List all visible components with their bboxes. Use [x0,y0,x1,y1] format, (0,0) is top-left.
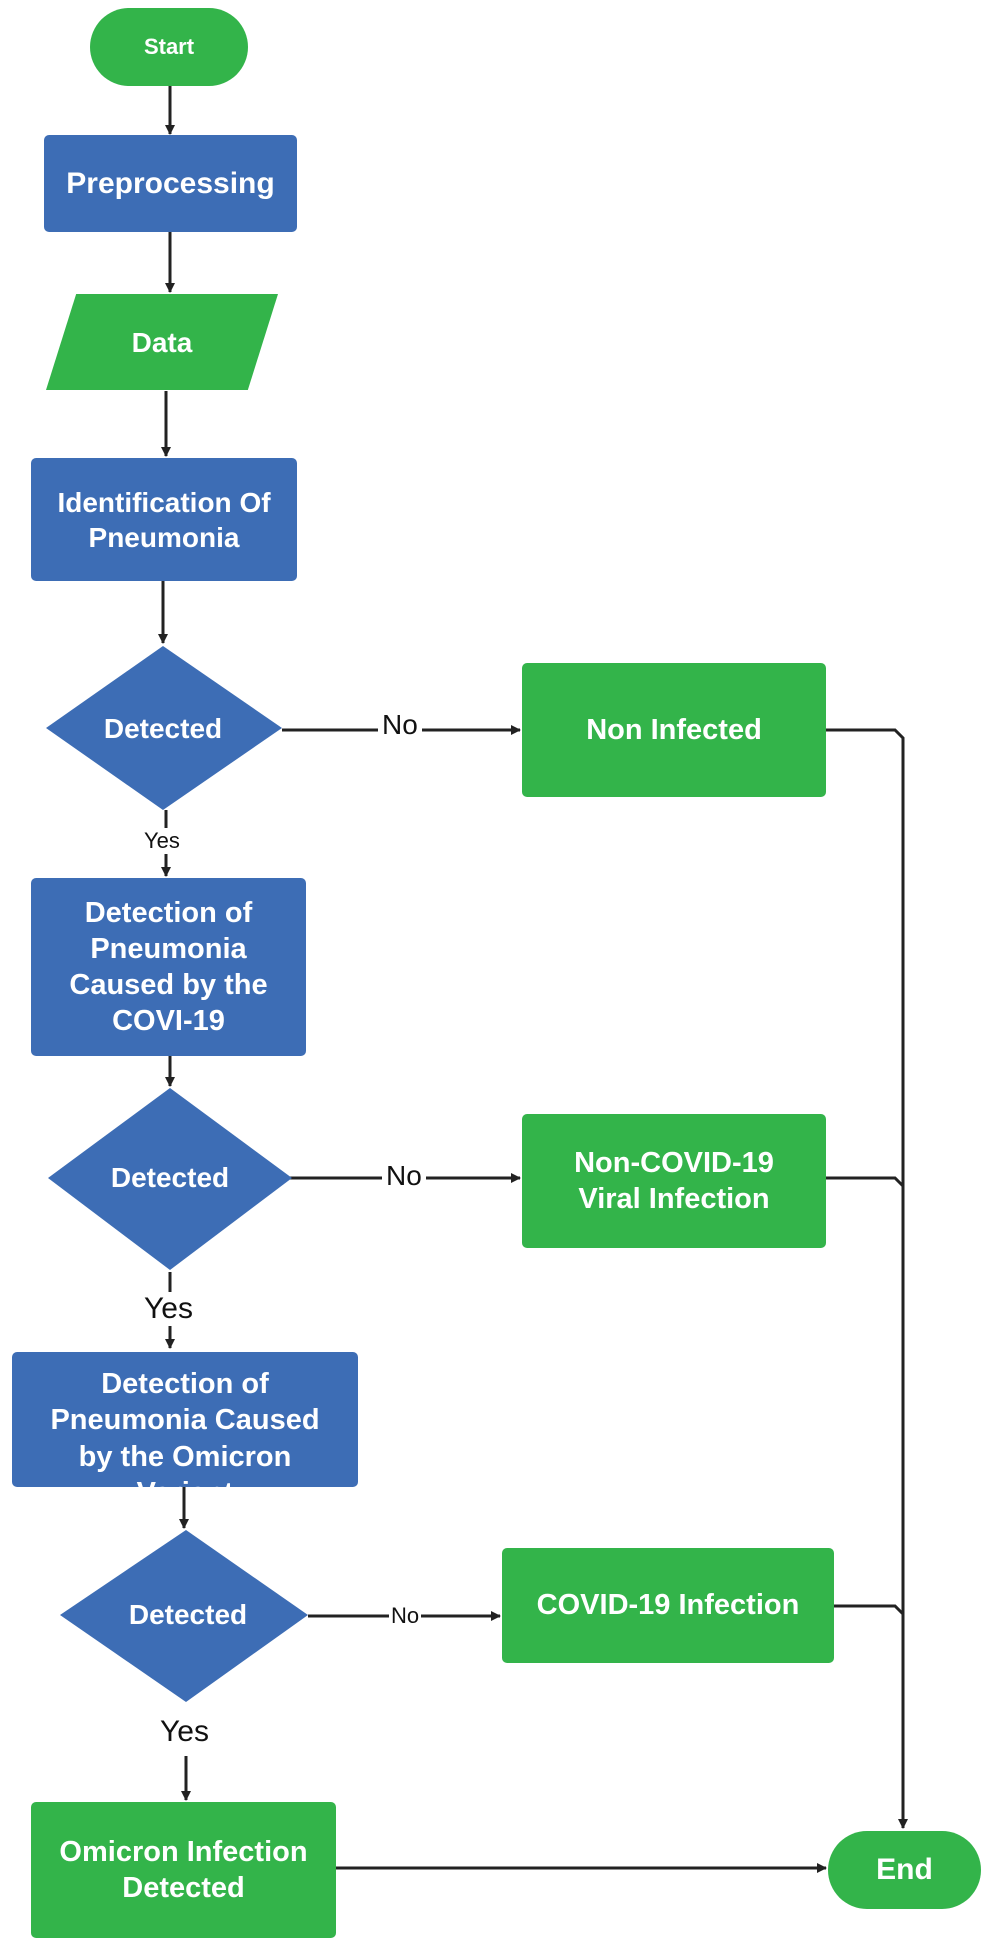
covid-infection-label: COVID-19 Infection [536,1589,800,1622]
detection-covid-label: Detection of Pneumonia Caused by the COV… [69,896,268,1038]
yes-label-1: Yes [142,828,182,854]
covid-infection-box: COVID-19 Infection [502,1548,834,1663]
start-terminal: Start [90,8,248,86]
non-covid-label: Non-COVID-19 Viral Infection [574,1146,774,1215]
line-non-infected-to-end [825,728,908,1829]
identification-box: Identification Of Pneumonia [31,458,297,581]
data-label: Data [131,326,193,358]
decision-1-label: Detected [103,713,223,744]
decision-2-label: Detected [110,1162,230,1193]
start-label: Start [143,34,195,60]
data-parallelogram: Data [46,294,278,390]
detection-omicron-box: Detection of Pneumonia Caused by the Omi… [12,1352,358,1487]
detection-covid-box: Detection of Pneumonia Caused by the COV… [31,878,306,1056]
non-infected-box: Non Infected [522,663,826,797]
decision-diamond-2 [48,1088,292,1270]
end-label: End [876,1853,933,1887]
omicron-detected-box: Omicron Infection Detected [31,1802,336,1938]
detection-omicron-label: Detection of Pneumonia Caused by the Omi… [50,1368,320,1487]
line-covid-infection-to-end [834,1604,905,1616]
decision-diamond-3 [60,1530,308,1702]
no-label-1: No [378,709,422,741]
decision-diamond-1 [46,646,282,810]
omicron-detected-label: Omicron Infection Detected [59,1835,308,1904]
yes-label-3: Yes [156,1715,213,1749]
non-infected-label: Non Infected [586,713,762,746]
yes-label-2: Yes [140,1292,197,1326]
line-non-covid-to-end [825,1176,905,1188]
identification-label: Identification Of Pneumonia [57,486,271,553]
end-terminal: End [828,1831,981,1909]
no-label-2: No [382,1160,426,1192]
preprocessing-box: Preprocessing [44,135,297,232]
decision-3-label: Detected [128,1599,248,1630]
no-label-3: No [389,1603,422,1629]
non-covid-box: Non-COVID-19 Viral Infection [522,1114,826,1248]
preprocessing-label: Preprocessing [66,166,275,200]
